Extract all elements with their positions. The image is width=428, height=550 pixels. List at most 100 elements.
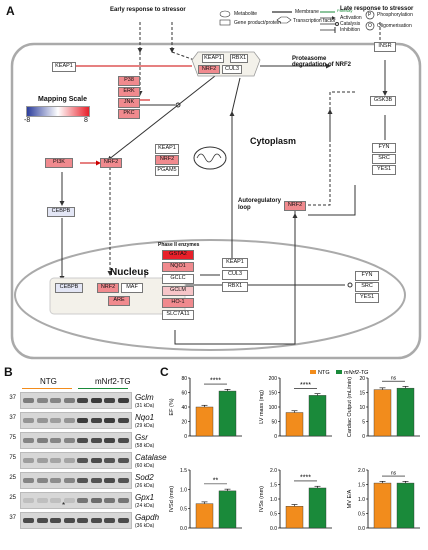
kinase-erk: ERK xyxy=(118,87,140,97)
wb-blot-sod2 xyxy=(20,472,132,489)
y-tick-label: 0 xyxy=(362,434,365,440)
wb-protein-gsr: Gsr xyxy=(135,433,148,442)
legend-swatch-ntg xyxy=(310,370,316,374)
sig-label: ns xyxy=(391,471,397,477)
bar-ntg xyxy=(285,506,304,529)
y-tick-label: 20 xyxy=(359,376,365,382)
wb-asterisk: * xyxy=(62,501,66,510)
sig-label: **** xyxy=(300,382,311,389)
y-tick-label: 0.5 xyxy=(180,507,187,513)
wb-band xyxy=(50,418,61,423)
wb-band xyxy=(63,478,75,483)
wb-band xyxy=(36,418,48,423)
fyn-nuc: FYN xyxy=(355,271,379,281)
wb-band xyxy=(50,458,61,463)
wb-band xyxy=(90,478,102,483)
legend-membrane: Membrane xyxy=(295,9,319,15)
wb-band xyxy=(117,498,129,503)
y-tick-label: 15 xyxy=(359,391,365,397)
y-axis-label: EF (%) xyxy=(169,398,175,415)
wb-band xyxy=(63,458,75,463)
gsk3b-box: GSK3B xyxy=(370,96,396,106)
wb-band xyxy=(63,518,75,523)
wb-band xyxy=(36,438,48,443)
wb-band xyxy=(77,438,88,443)
y-tick-label: 40 xyxy=(181,405,187,411)
bar-ntg xyxy=(373,482,392,529)
wb-band xyxy=(104,398,115,403)
wb-band xyxy=(23,418,34,423)
wb-band xyxy=(90,498,102,503)
wb-band xyxy=(23,458,34,463)
y-tick-label: 0.0 xyxy=(270,526,277,532)
y-axis-label: LV mass (mg) xyxy=(259,390,265,424)
wb-band xyxy=(117,518,129,523)
wb-band xyxy=(90,418,102,423)
wb-mw-gclm: 37 xyxy=(9,395,16,401)
y-tick-label: 20 xyxy=(181,420,187,426)
wb-band xyxy=(50,518,61,523)
legend-swatch-tg xyxy=(336,370,342,374)
wb-kda-gpx1: (24 kDa) xyxy=(135,503,155,509)
wb-band xyxy=(77,398,88,403)
wb-kda-catalase: (60 kDa) xyxy=(135,463,155,469)
wb-mw-gapdh: 37 xyxy=(9,515,16,521)
proteasome-label: Proteasome degradation of NRF2 xyxy=(292,56,352,68)
panel-a-label: A xyxy=(6,4,15,18)
bar-ntg xyxy=(285,412,304,437)
bar-ntg xyxy=(373,389,392,437)
nucleus-label: Nucleus xyxy=(110,267,149,278)
wb-band xyxy=(117,418,129,423)
wb-protein-gpx1: Gpx1 xyxy=(135,493,155,502)
y-tick-label: 200 xyxy=(269,376,278,382)
legend-label-tg: mNrf2-TG xyxy=(344,370,369,376)
y-axis-label: IVSd (mm) xyxy=(169,486,175,512)
wb-band xyxy=(36,498,48,503)
ntg-underline xyxy=(22,388,72,389)
wb-kda-gsr: (58 kDa) xyxy=(135,443,155,449)
src-top: SRC xyxy=(372,154,396,164)
legend-transcription-factor: Transcription factor xyxy=(293,18,336,24)
src-nuc: SRC xyxy=(355,282,379,292)
mapping-scale-min: -8 xyxy=(24,117,31,124)
kinase-pkc: PKC xyxy=(118,109,140,119)
legend-activation: Activation xyxy=(340,15,362,21)
wb-kda-gclm: (31 kDa) xyxy=(135,403,155,409)
legend-gene-product: Gene product/protein xyxy=(234,20,281,26)
y-tick-label: 1.0 xyxy=(270,497,277,503)
legend-oligomerisation: Oligomerisation xyxy=(377,23,412,29)
wb-blot-gclm xyxy=(20,392,132,409)
panel-c-label: C xyxy=(160,365,169,379)
wb-band xyxy=(23,398,34,403)
legend-pathway: Pathway xyxy=(337,8,353,13)
phase2-gclc: GCLC xyxy=(162,274,194,284)
wb-band xyxy=(50,498,61,503)
wb-kda-nqo1: (29 kDa) xyxy=(135,423,155,429)
wb-band xyxy=(36,478,48,483)
wb-band xyxy=(63,398,75,403)
yes1-nuc: YES1 xyxy=(355,293,379,303)
kinase-jnk: JNK xyxy=(118,98,140,108)
insr-box: INSR xyxy=(374,42,396,52)
pi3k-box: PI3K xyxy=(45,158,73,168)
wb-band xyxy=(50,478,61,483)
mapping-scale-max: 8 xyxy=(84,117,88,124)
wb-mw-sod2: 25 xyxy=(9,475,16,481)
nuc-cul3: CUL3 xyxy=(222,270,248,280)
cyto-pgam5: PGAM5 xyxy=(155,166,179,176)
mapping-scale-title: Mapping Scale xyxy=(38,96,88,103)
sig-label: ** xyxy=(213,477,219,484)
y-tick-label: 0 xyxy=(274,434,277,440)
wb-mw-nqo1: 37 xyxy=(9,415,16,421)
nuc-rbx1: RBX1 xyxy=(222,282,248,292)
y-tick-label: 0.0 xyxy=(180,526,187,532)
group-ntg-label: NTG xyxy=(40,377,57,386)
phase2-slc7a11: SLC7A11 xyxy=(162,310,194,320)
y-tick-label: 0 xyxy=(184,434,187,440)
nuc-nrf2: NRF2 xyxy=(97,283,119,293)
cyto-nrf2: NRF2 xyxy=(155,155,179,165)
early-response-label: Early response to stressor xyxy=(110,7,186,13)
wb-kda-sod2: (26 kDa) xyxy=(135,483,155,489)
wb-band xyxy=(104,458,115,463)
